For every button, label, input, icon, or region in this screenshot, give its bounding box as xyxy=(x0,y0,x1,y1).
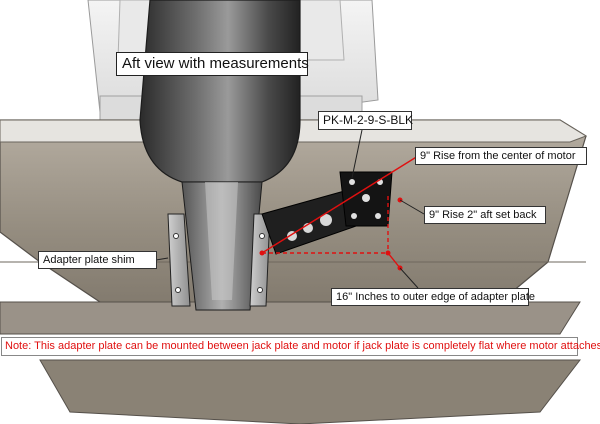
adapter-shim-callout: Adapter plate shim xyxy=(38,251,157,269)
rise-aft-callout: 9" Rise 2" aft set back xyxy=(424,206,546,224)
adapter-plate-shim xyxy=(167,213,271,307)
boat-hull xyxy=(0,119,588,424)
measurement-lines xyxy=(261,155,419,269)
rise-center-callout: 9" Rise from the center of motor xyxy=(415,147,587,165)
diagram-title: Aft view with measurements xyxy=(116,52,309,76)
part-number-label: PK-M-2-9-S-BLK xyxy=(318,111,413,130)
outboard-motor xyxy=(139,0,301,311)
mounting-note: Note: This adapter plate can be mounted … xyxy=(1,337,600,356)
outer-edge-callout: 16" Inches to outer edge of adapter plat… xyxy=(331,288,535,306)
leader-lines xyxy=(155,129,425,289)
